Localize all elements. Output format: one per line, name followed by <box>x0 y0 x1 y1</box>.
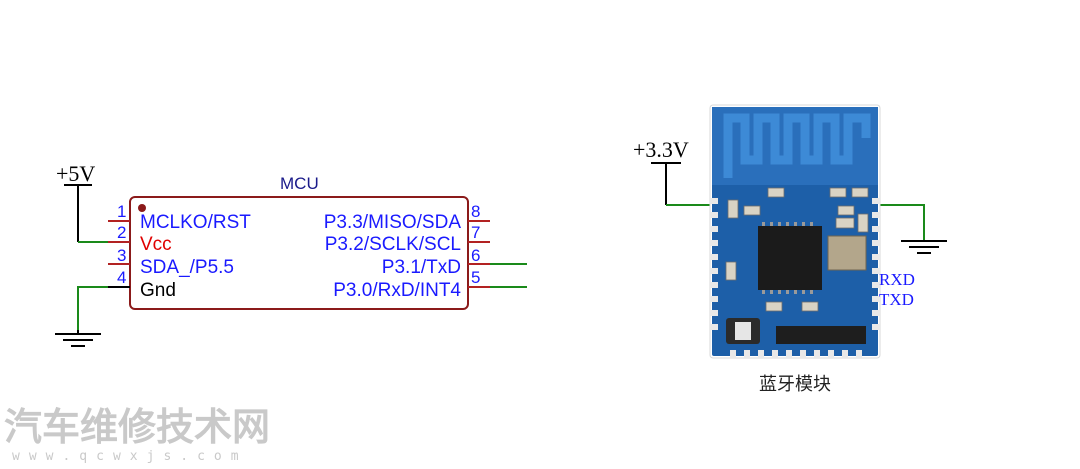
bt-ground-icon <box>901 240 947 254</box>
watermark-main: 汽车维修技术网 <box>4 405 270 449</box>
mcu-section: +5V MCU 1 2 3 4 MCLKO/RST Vcc SDA_/P5.5 … <box>55 161 527 347</box>
pin-7-name: P3.2/SCLK/SCL <box>325 234 461 255</box>
pin-6-name: P3.1/TxD <box>382 257 461 278</box>
mcu-power-label: +5V <box>56 161 95 186</box>
pin-5-name: P3.0/RxD/INT4 <box>333 280 461 301</box>
pin-8-name: P3.3/MISO/SDA <box>324 212 462 233</box>
pin-1-number: 1 <box>117 202 126 221</box>
pin-2-number: 2 <box>117 223 126 242</box>
mcu-title: MCU <box>280 174 319 193</box>
bluetooth-caption: 蓝牙模块 <box>759 374 831 395</box>
main-ic-chip <box>758 226 822 290</box>
mcu-body <box>129 196 469 310</box>
pin-8-number: 8 <box>471 202 480 221</box>
pin-3-name: SDA_/P5.5 <box>140 257 234 278</box>
mcu-ground-icon <box>55 330 101 347</box>
antenna-trace <box>723 113 871 178</box>
pin-1-name: MCLKO/RST <box>140 212 251 233</box>
crystal-oscillator <box>827 235 867 271</box>
bt-power-label: +3.3V <box>633 137 689 162</box>
bt-gnd-wire <box>875 204 925 240</box>
pin-3-number: 3 <box>117 246 126 265</box>
gnd-wire <box>77 286 108 330</box>
bottom-chip <box>776 326 866 344</box>
bluetooth-module-board <box>709 104 881 359</box>
txd-label: TXD <box>879 290 914 309</box>
pin-2-name: Vcc <box>140 234 172 255</box>
pin-7-number: 7 <box>471 223 480 242</box>
pin-4-name: Gnd <box>140 280 176 301</box>
pin1-marker <box>138 204 146 212</box>
rxd-label: RXD <box>879 270 915 289</box>
watermark: 汽车维修技术网 www.qcwxjs.com <box>4 405 270 464</box>
bluetooth-section: +3.3V <box>633 104 947 395</box>
watermark-sub: www.qcwxjs.com <box>12 449 248 464</box>
pin-4-number: 4 <box>117 268 126 287</box>
pin-5-number: 5 <box>471 268 480 287</box>
pin-6-number: 6 <box>471 246 480 265</box>
